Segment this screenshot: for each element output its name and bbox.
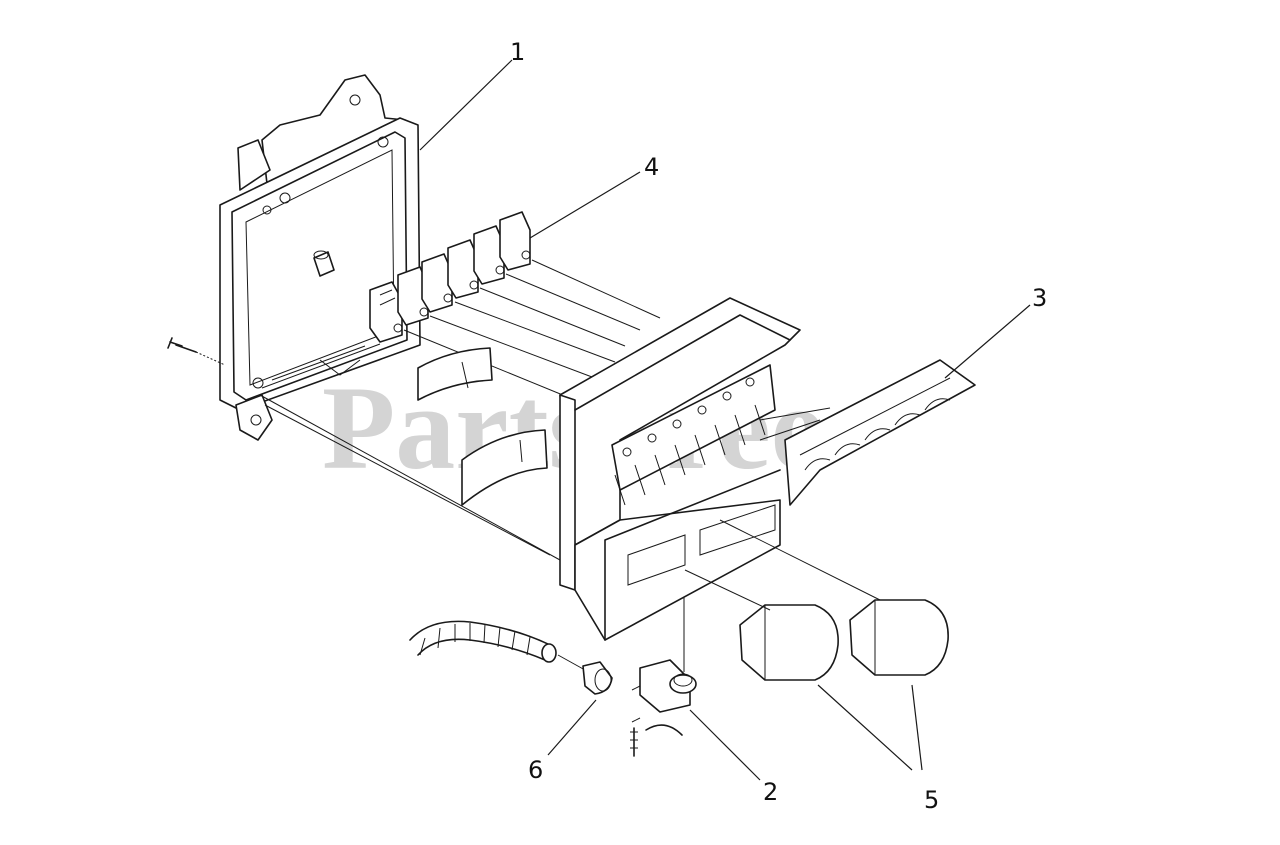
part-6-hose-grommet (409, 620, 613, 695)
callout-1: 1 (510, 38, 525, 66)
callout-6: 6 (528, 756, 543, 784)
callout-4: 4 (644, 153, 659, 181)
part-4-terminal-blocks (369, 211, 531, 343)
part-3-cover-strip (759, 359, 976, 506)
callout-2: 2 (763, 778, 778, 806)
part-1-panel-plate (219, 74, 421, 441)
leader-lines (419, 59, 1031, 781)
callout-numbers: 1 4 3 2 5 6 (510, 38, 1047, 814)
main-housing (559, 297, 801, 641)
screw-left (167, 337, 226, 366)
callout-3: 3 (1032, 284, 1047, 312)
explode-lines (259, 259, 685, 672)
part-5-covers (684, 519, 949, 681)
part-2-switch-assembly (630, 659, 697, 757)
spacer-clips (417, 347, 548, 506)
callout-5: 5 (924, 786, 939, 814)
